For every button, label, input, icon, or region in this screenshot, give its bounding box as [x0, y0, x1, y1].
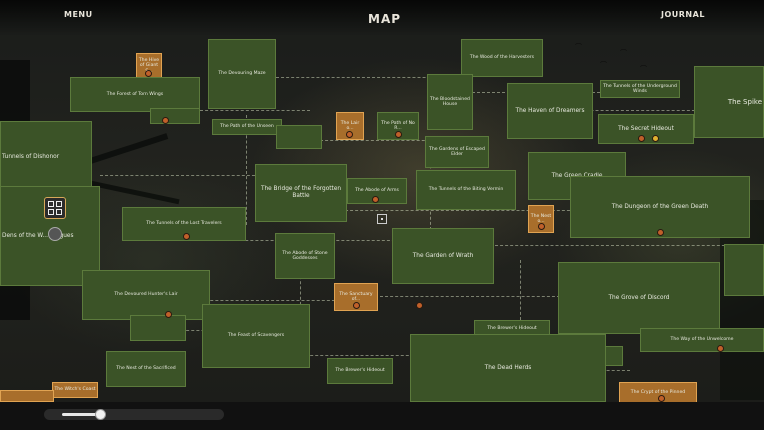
room-path-unseen[interactable]: The Path of the Unseen: [212, 119, 282, 135]
creature-marker-icon[interactable]: [416, 302, 423, 309]
room-devoured-hunter[interactable]: The Devoured Hunter's Lair: [82, 270, 210, 320]
creature-marker-icon[interactable]: [638, 135, 645, 142]
corridor: [190, 300, 340, 301]
creature-marker-icon[interactable]: [717, 345, 724, 352]
room-abode-stone[interactable]: The Abode of Stone Goddesses: [275, 233, 335, 279]
zoom-slider-handle[interactable]: [94, 409, 106, 420]
room-extension: [724, 244, 764, 296]
journal-button[interactable]: JOURNAL: [661, 10, 705, 19]
corridor: [520, 260, 521, 320]
creature-marker-icon[interactable]: [183, 233, 190, 240]
room-brewer-hideout-2[interactable]: The Brewer's Hideout: [327, 358, 393, 384]
quest-marker-icon[interactable]: [652, 135, 659, 142]
room-bridge-forgotten[interactable]: The Bridge of the Forgotten Battle: [255, 164, 347, 222]
room-forest-torn-wings[interactable]: The Forest of Torn Wings: [70, 77, 200, 112]
room-extension: [276, 125, 322, 149]
corridor: [100, 175, 260, 176]
room-extension: [150, 108, 200, 124]
room-tunnels-biting[interactable]: The Tunnels of the Biting Vermin: [416, 170, 516, 210]
corridor: [246, 115, 247, 225]
corridor: [276, 77, 466, 78]
room-dungeon-green[interactable]: The Dungeon of the Green Death: [570, 176, 750, 238]
room-feast-scavengers[interactable]: The Feast of Scavengers: [202, 304, 310, 368]
creature-marker-icon[interactable]: [145, 70, 152, 77]
room-secret-hideout[interactable]: The Secret Hideout: [598, 114, 694, 144]
zoom-slider[interactable]: [44, 409, 224, 420]
room-wood-harvesters[interactable]: The Wood of the Harvesters: [461, 39, 543, 77]
room-dead-herds[interactable]: The Dead Herds: [410, 334, 606, 402]
room-devouring-maze[interactable]: The Devouring Maze: [208, 39, 276, 109]
corridor: [320, 140, 440, 141]
bird-icon: ⌒: [620, 49, 627, 57]
creature-marker-icon[interactable]: [162, 117, 169, 124]
tree-branch-left-2: [90, 180, 180, 205]
corridor: [490, 245, 740, 246]
page-title: MAP: [368, 12, 402, 26]
room-garden-wrath[interactable]: The Garden of Wrath: [392, 228, 494, 284]
room-bloodstained-house[interactable]: The Bloodstained House: [427, 74, 473, 130]
creature-marker-icon[interactable]: [346, 131, 353, 138]
creature-marker-icon[interactable]: [657, 229, 664, 236]
room-lair[interactable]: The Lair o...: [336, 112, 364, 140]
room-tunnels-dishonor[interactable]: Tunnels of Dishonor: [0, 121, 92, 193]
bird-icon: ⌒: [600, 61, 607, 69]
room-extension: [130, 315, 186, 341]
room-abode-arms[interactable]: The Abode of Arms: [347, 178, 407, 204]
room-extension: [0, 390, 54, 402]
room-witchs-coast[interactable]: The Witch's Coast: [52, 382, 98, 398]
creature-marker-icon[interactable]: [372, 196, 379, 203]
corridor: [560, 110, 700, 111]
room-spike[interactable]: The Spike: [694, 66, 764, 138]
bird-icon: ⌒: [640, 65, 647, 73]
bird-icon: ⌒: [575, 43, 582, 51]
map-cursor-icon: [377, 214, 387, 224]
compass-icon: [48, 227, 62, 241]
creature-marker-icon[interactable]: [165, 311, 172, 318]
creature-marker-icon[interactable]: [353, 302, 360, 309]
corridor: [340, 210, 580, 211]
room-way-unwelcome[interactable]: The Way of the Unwelcome: [640, 328, 764, 352]
corridor: [380, 296, 560, 297]
room-grove-discord[interactable]: The Grove of Discord: [558, 262, 720, 334]
room-dens-tongues[interactable]: Dens of the W... Tongues: [0, 186, 100, 286]
room-haven-dreamers[interactable]: The Haven of Dreamers: [507, 83, 593, 139]
top-bar: MENU MAP JOURNAL: [0, 0, 764, 36]
room-path-no[interactable]: The Path of No R...: [377, 112, 419, 140]
corridor: [200, 110, 310, 111]
room-nest-forbidden[interactable]: The Nest of the Sacrificed: [106, 351, 186, 387]
creature-marker-icon[interactable]: [658, 395, 665, 402]
room-tunnels-underground-winds[interactable]: The Tunnels of the Underground Winds: [600, 80, 680, 98]
player-location-icon[interactable]: [44, 197, 66, 219]
creature-marker-icon[interactable]: [395, 131, 402, 138]
menu-button[interactable]: MENU: [64, 10, 93, 19]
room-gardens-escaped[interactable]: The Gardens of Escaped Elder: [425, 136, 489, 168]
creature-marker-icon[interactable]: [538, 223, 545, 230]
zoom-slider-fill: [62, 413, 100, 416]
